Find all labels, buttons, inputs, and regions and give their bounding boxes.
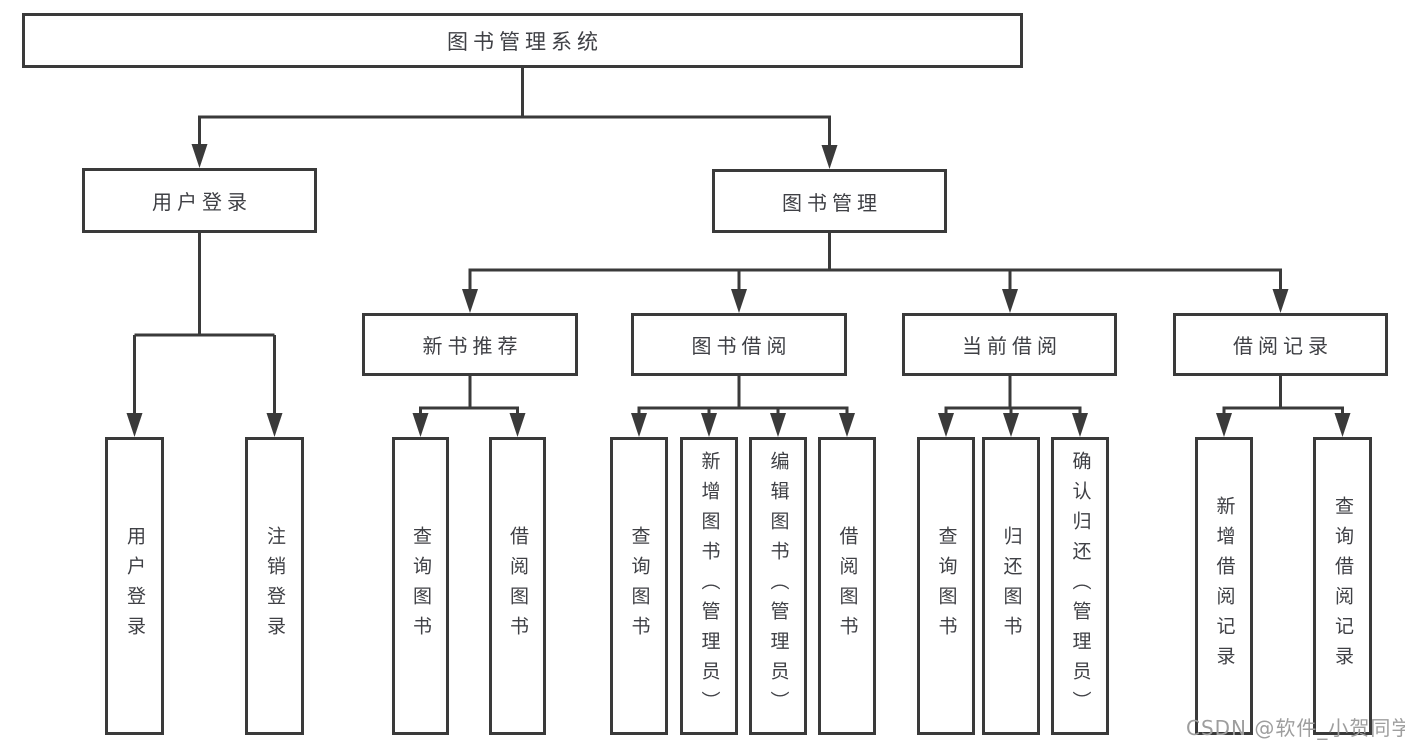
leaf-return-book: 归还图书 (982, 437, 1040, 735)
node-new-book-recommend: 新书推荐 (362, 313, 578, 376)
csdn-watermark: CSDN @软件_小贺同学 (1186, 716, 1405, 740)
leaf-user-login: 用户登录 (105, 437, 164, 735)
node-book-borrowing: 图书借阅 (631, 313, 847, 376)
leaf-confirm-return-admin: 确认归还（管理员） (1051, 437, 1109, 735)
leaf-query-borrow-record: 查询借阅记录 (1313, 437, 1372, 735)
leaf-logout: 注销登录 (245, 437, 304, 735)
leaf-add-borrow-record: 新增借阅记录 (1195, 437, 1253, 735)
leaf-add-book-admin: 新增图书（管理员） (680, 437, 738, 735)
leaf-query-books-borrowing: 查询图书 (610, 437, 668, 735)
leaf-borrow-books-recommend: 借阅图书 (489, 437, 546, 735)
leaf-query-books-recommend: 查询图书 (392, 437, 449, 735)
leaf-query-books-current: 查询图书 (917, 437, 975, 735)
node-book-management: 图书管理 (712, 169, 947, 233)
node-root-library-system: 图书管理系统 (22, 13, 1023, 68)
node-user-login: 用户登录 (82, 168, 317, 233)
leaf-borrow-books: 借阅图书 (818, 437, 876, 735)
leaf-edit-book-admin: 编辑图书（管理员） (749, 437, 807, 735)
arrowheads (126, 144, 1351, 437)
node-current-borrowing: 当前借阅 (902, 313, 1117, 376)
node-borrowing-records: 借阅记录 (1173, 313, 1388, 376)
